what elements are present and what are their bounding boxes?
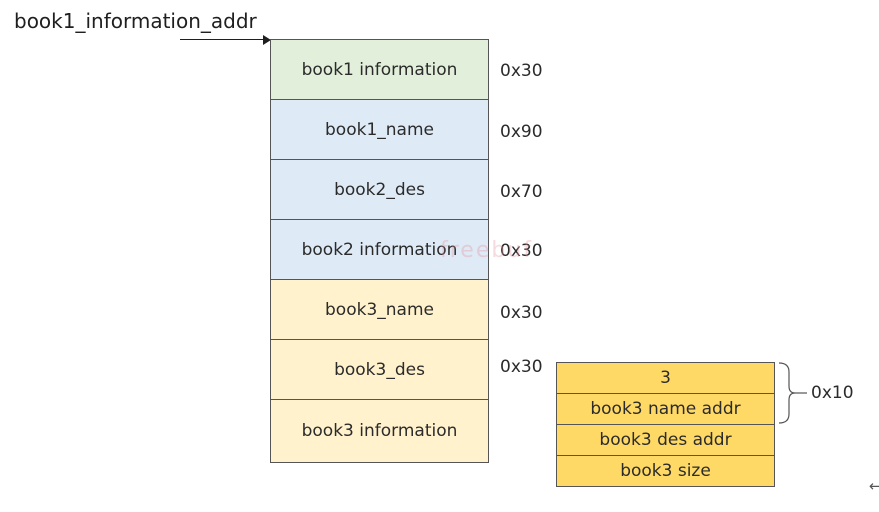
- size-label-book1-name: 0x90: [500, 122, 543, 142]
- book3-struct: 3 book3 name addr book3 des addr book3 s…: [556, 362, 775, 487]
- size-label-book3-name: 0x30: [500, 303, 543, 323]
- chunk-book1-information: book1 information: [271, 40, 488, 100]
- chunk-book1-name: book1_name: [271, 100, 488, 160]
- size-label-book2-information: 0x30: [500, 241, 543, 261]
- struct-row-size: book3 size: [557, 456, 774, 486]
- pointer-arrow-line: [180, 39, 266, 40]
- heap-chunk-stack: book1 information book1_name book2_des b…: [270, 39, 489, 463]
- chunk-book2-des: book2_des: [271, 160, 488, 220]
- chunk-book3-des: book3_des: [271, 340, 488, 400]
- chunk-book3-information: book3 information: [271, 400, 488, 462]
- arrow-left-icon[interactable]: ←: [869, 477, 879, 495]
- watermark: freebuf: [440, 238, 534, 263]
- chunk-book3-name: book3_name: [271, 280, 488, 340]
- brace-icon: [778, 362, 807, 424]
- size-label-book2-des: 0x70: [500, 182, 543, 202]
- brace-size-label: 0x10: [811, 383, 854, 403]
- size-label-book1-information: 0x30: [500, 61, 543, 81]
- struct-row-name-addr: book3 name addr: [557, 394, 774, 425]
- chunk-book2-information: book2 information: [271, 220, 488, 280]
- pointer-label: book1_information_addr: [14, 9, 257, 33]
- struct-row-des-addr: book3 des addr: [557, 425, 774, 456]
- pointer-arrowhead-icon: [263, 35, 271, 45]
- struct-row-id: 3: [557, 363, 774, 394]
- size-label-book3-des: 0x30: [500, 357, 543, 377]
